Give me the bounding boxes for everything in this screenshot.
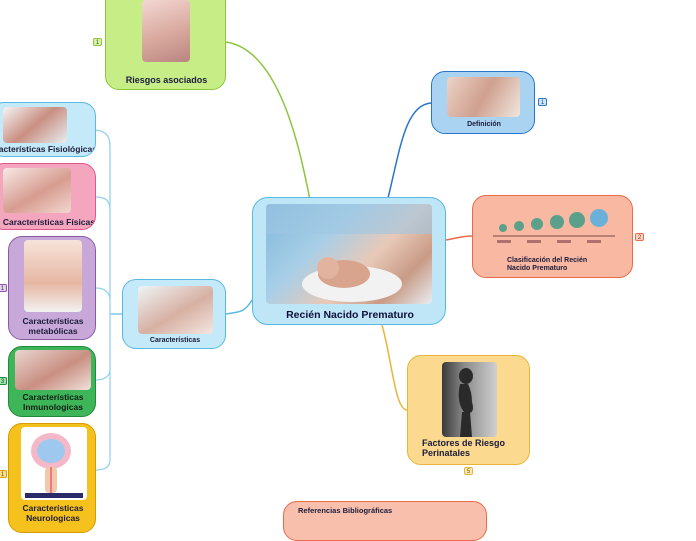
central-title: Recién Nacido Prematuro bbox=[286, 309, 414, 321]
pregnant-silhouette-photo bbox=[442, 362, 497, 437]
nervous-system-illustration bbox=[25, 433, 83, 498]
referencias-label: Referencias Bibliográficas bbox=[298, 506, 393, 515]
riesgos-count-badge: 1 bbox=[93, 38, 102, 46]
caracteristicas-photo bbox=[138, 286, 213, 334]
metabolicas-node[interactable]: Características metabólicas bbox=[8, 236, 96, 340]
fisiologicas-photo bbox=[3, 107, 67, 143]
neurologicas-label: Características Neurologicas bbox=[22, 503, 84, 523]
definicion-photo bbox=[447, 77, 520, 117]
definicion-label: Definición bbox=[467, 121, 501, 128]
pregnant-silhouette bbox=[458, 368, 473, 437]
caracteristicas-node[interactable]: Características bbox=[122, 279, 226, 349]
inmunologicas-photo bbox=[15, 350, 91, 390]
riesgos-label: Riesgos asociados bbox=[125, 75, 208, 85]
referencias-node[interactable]: Referencias Bibliográficas bbox=[283, 501, 487, 541]
incubator-illustration bbox=[266, 204, 432, 302]
clasificacion-label: Clasificación del Recién Nacido Prematur… bbox=[507, 257, 588, 273]
incubator-photo bbox=[266, 204, 432, 304]
fisicas-node[interactable]: Características Físicas bbox=[0, 163, 96, 230]
clasificacion-count-badge: 2 bbox=[635, 233, 644, 241]
connector-lines bbox=[95, 41, 473, 471]
fisicas-label: Características Físicas bbox=[2, 217, 95, 227]
factores-label: Factores de Riesgo Perinatales bbox=[422, 438, 506, 459]
central-node[interactable]: Recién Nacido Prematuro bbox=[252, 197, 446, 325]
embryo-stages-illustration bbox=[493, 209, 615, 243]
caracteristicas-label: Características bbox=[149, 337, 201, 344]
inmunologicas-node[interactable]: Características Inmunologicas bbox=[8, 346, 96, 417]
neurologicas-photo bbox=[21, 427, 87, 500]
clasificacion-node[interactable]: Clasificación del Recién Nacido Prematur… bbox=[472, 195, 633, 278]
riesgos-asociados-node[interactable]: Riesgos asociados bbox=[105, 0, 226, 90]
neurologicas-count-badge: 1 bbox=[0, 470, 7, 478]
baby-photo bbox=[142, 0, 190, 62]
metabolicas-photo bbox=[24, 240, 82, 312]
fisiologicas-node[interactable]: Características Fisiológicas bbox=[0, 102, 96, 157]
inmunologicas-label: Características Inmunologicas bbox=[22, 392, 84, 412]
neurologicas-node[interactable]: Características Neurologicas bbox=[8, 423, 96, 533]
metabolicas-count-badge: 1 bbox=[0, 284, 7, 292]
factores-count-badge: 5 bbox=[464, 467, 473, 475]
metabolicas-label: Características metabólicas bbox=[22, 316, 84, 336]
factores-node[interactable]: Factores de Riesgo Perinatales bbox=[407, 355, 530, 465]
inmunologicas-count-badge: 3 bbox=[0, 377, 7, 385]
fisiologicas-label: Características Fisiológicas bbox=[0, 144, 96, 154]
definicion-count-badge: 1 bbox=[538, 98, 547, 106]
definicion-node[interactable]: Definición bbox=[431, 71, 535, 134]
fisicas-photo bbox=[3, 168, 71, 213]
